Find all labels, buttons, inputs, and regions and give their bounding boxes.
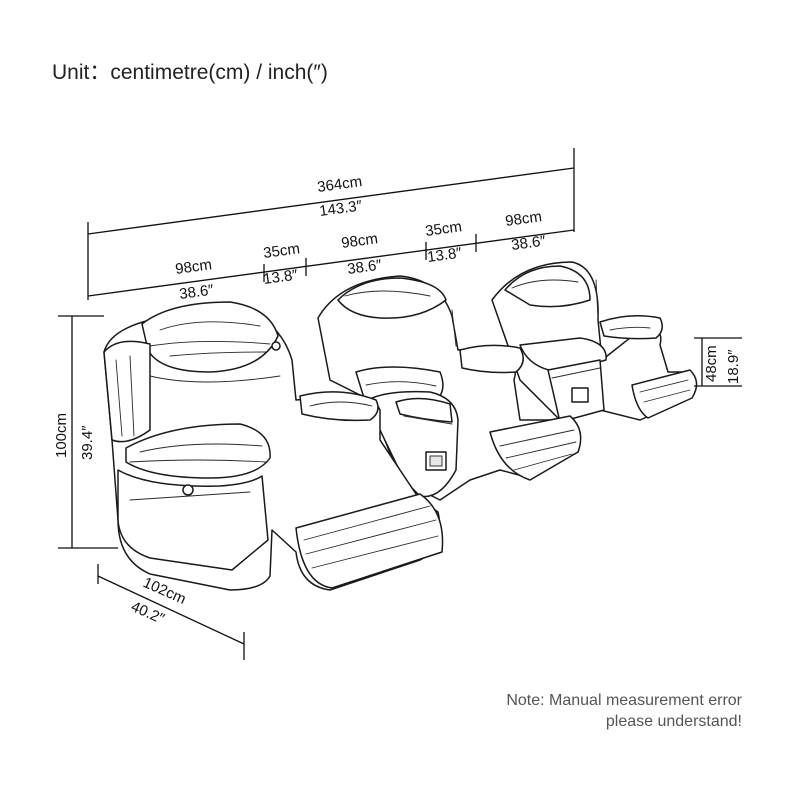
seat-right-cm: 98cm: [504, 208, 543, 230]
seat-middle-inch: 38.6″: [346, 256, 383, 278]
note-line-1: Note: Manual measurement error: [506, 692, 742, 709]
height-inch: 39.4″: [79, 425, 96, 460]
note-line-2: please understand!: [605, 713, 742, 730]
seat-right-inch: 38.6″: [510, 232, 547, 254]
console-left-cm: 35cm: [262, 240, 301, 262]
seat-height-inch: 18.9″: [725, 349, 742, 384]
section-widths-dimension: 98cm 38.6″ 35cm 13.8″ 98cm 38.6″ 35cm 13…: [87, 208, 575, 303]
seat-height-cm: 48cm: [703, 345, 720, 382]
overall-width-inch: 143.3″: [318, 197, 363, 220]
recliner-left: [103, 301, 444, 591]
console-right-inch: 13.8″: [426, 244, 463, 266]
overall-width-dimension: 364cm 143.3″: [87, 148, 575, 300]
console-right: [519, 337, 607, 423]
seat-left-cm: 98cm: [174, 256, 213, 278]
depth-inch: 40.2″: [128, 598, 167, 628]
measurement-note: Note: Manual measurement error please un…: [506, 690, 742, 732]
seat-left-inch: 38.6″: [178, 281, 215, 303]
recliner-middle: [317, 275, 582, 501]
overall-width-cm: 364cm: [316, 173, 363, 196]
unit-title: Unit：centimetre(cm) / inch(″): [52, 61, 328, 84]
height-dimension: 100cm 39.4″: [53, 315, 118, 549]
seat-middle-cm: 98cm: [340, 230, 379, 252]
seat-height-dimension: 48cm 18.9″: [694, 337, 742, 387]
console-left: [371, 390, 459, 498]
height-cm: 100cm: [53, 413, 70, 458]
console-left-inch: 13.8″: [262, 266, 299, 288]
console-right-cm: 35cm: [424, 218, 463, 240]
